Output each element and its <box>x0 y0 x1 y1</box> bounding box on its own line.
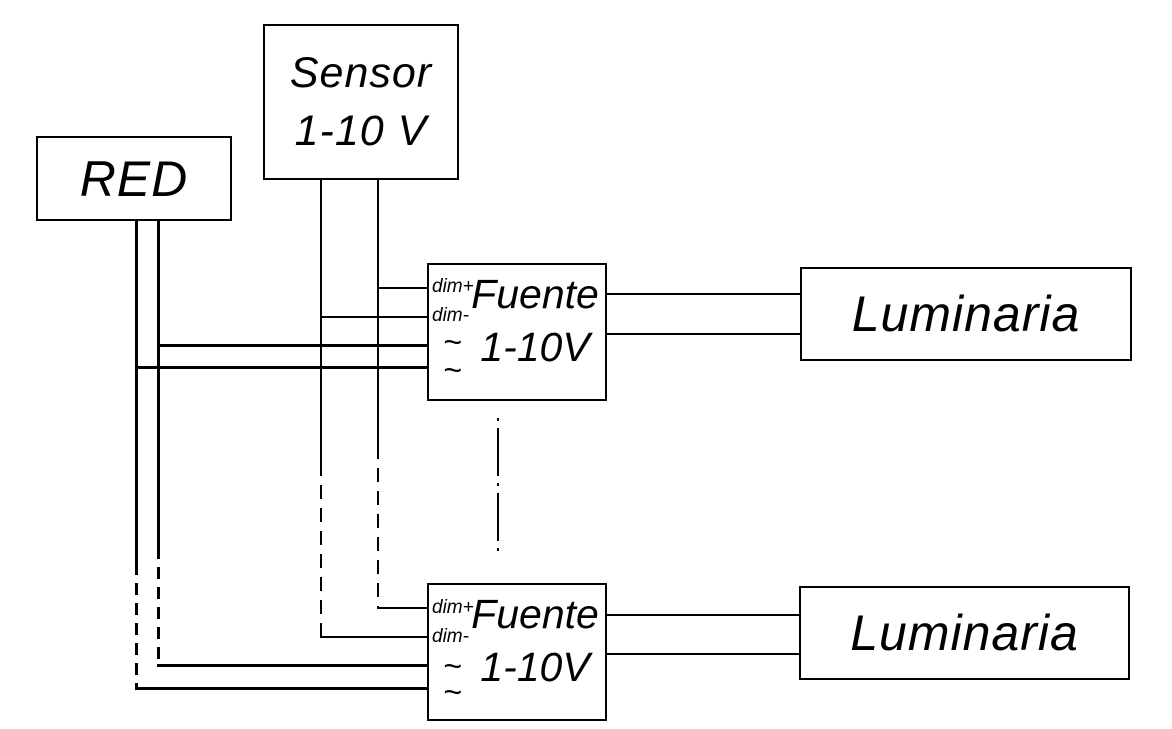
fuente1-title: Fuente <box>471 271 599 317</box>
sensor-label-line1: Sensor <box>289 49 433 97</box>
red-box: RED <box>36 136 232 221</box>
wire-fuente1-ac-top <box>157 344 429 347</box>
fuente2-terminal-dim-plus: dim+ <box>432 597 474 618</box>
wire-fuente2-ac-bottom <box>135 687 429 690</box>
wire-fuente2-luminaria-bottom <box>605 653 801 655</box>
wire-fuente2-ac-top <box>157 664 429 667</box>
wire-mains-l1-vertical-solid <box>157 219 160 547</box>
wire-sensor-dim-plus-vertical-dashed <box>377 445 379 609</box>
wire-fuente1-luminaria-bottom <box>605 333 802 335</box>
sensor-label-line2: 1-10 V <box>294 107 428 155</box>
wire-sensor-dim-minus-vertical-dashed <box>320 462 322 638</box>
fuente1-subtitle: 1-10V <box>480 324 590 370</box>
fuente1-terminal-ac-bottom: ~ <box>443 352 462 388</box>
red-label: RED <box>79 150 189 207</box>
wire-mains-l2-vertical-dashed <box>135 563 138 689</box>
wire-fuente1-luminaria-top <box>605 293 802 295</box>
wire-fuente2-dim-minus <box>320 636 429 638</box>
fuente1-terminal-dim-minus: dim- <box>432 305 469 326</box>
wire-fuente1-ac-bottom <box>135 366 429 369</box>
luminaria1-label: Luminaria <box>851 286 1081 342</box>
fuente1-box: dim+ dim- ~ ~ Fuente 1-10V <box>427 263 607 401</box>
wire-fuente2-luminaria-top <box>605 614 801 616</box>
wire-sensor-dim-minus-vertical-solid <box>320 178 322 462</box>
wire-mains-l2-vertical-solid <box>135 219 138 563</box>
wire-sensor-dim-plus-vertical-solid <box>377 178 379 445</box>
sensor-box: Sensor 1-10 V <box>263 24 459 180</box>
wire-fuente1-dim-plus <box>377 287 429 289</box>
luminaria2-box: Luminaria <box>799 586 1130 680</box>
continuation-centerline <box>497 418 499 551</box>
fuente2-subtitle: 1-10V <box>480 644 590 690</box>
fuente2-box: dim+ dim- ~ ~ Fuente 1-10V <box>427 583 607 721</box>
fuente2-terminal-ac-bottom: ~ <box>443 674 462 710</box>
luminaria1-box: Luminaria <box>800 267 1132 361</box>
fuente1-terminal-dim-plus: dim+ <box>432 276 474 297</box>
fuente1-terminal-ac-top: ~ <box>443 324 462 360</box>
fuente2-title: Fuente <box>471 591 599 637</box>
wire-mains-l1-vertical-dashed <box>157 547 160 666</box>
luminaria2-label: Luminaria <box>850 605 1079 661</box>
wire-fuente2-dim-plus <box>377 607 429 609</box>
fuente2-terminal-ac-top: ~ <box>443 648 462 684</box>
wire-fuente1-dim-minus <box>320 316 429 318</box>
fuente2-terminal-dim-minus: dim- <box>432 626 469 647</box>
